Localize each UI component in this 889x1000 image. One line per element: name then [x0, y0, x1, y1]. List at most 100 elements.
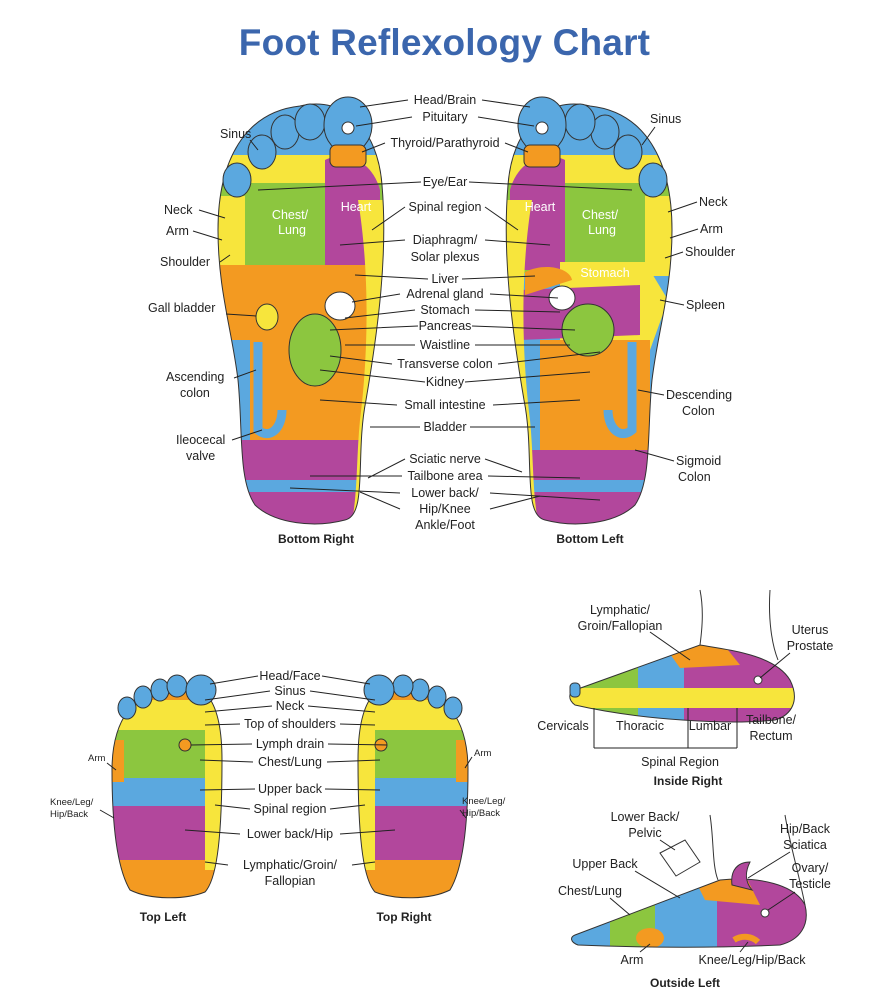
label-upper-back: Upper back: [258, 782, 323, 796]
caption-top-left: Top Left: [140, 910, 186, 924]
zone-lung-label-bl: Lung: [588, 223, 616, 237]
top-leader-lines: [184, 675, 396, 866]
label-transverse-colon: Transverse colon: [397, 357, 492, 371]
label-arm-bl: Arm: [700, 222, 723, 236]
label-lower-back-pelvic-1: Lower Back/: [611, 810, 680, 824]
label-lymphatic-groin: Lymphatic/Groin/: [243, 858, 338, 872]
label-top-of-shoulders: Top of shoulders: [244, 717, 336, 731]
label-upper-back-outside: Upper Back: [572, 857, 638, 871]
bottom-center-labels: Head/Brain Pituitary Thyroid/Parathyroid…: [390, 93, 499, 532]
label-sigmoid-colon-2: Colon: [678, 470, 711, 484]
label-ascending-colon-2: colon: [180, 386, 210, 400]
label-knee-outside: Knee/Leg/Hip/Back: [698, 953, 806, 967]
label-sinus-top: Sinus: [274, 684, 305, 698]
label-neck-top: Neck: [276, 699, 305, 713]
label-chest-lung-outside: Chest/Lung: [558, 884, 622, 898]
label-thoracic: Thoracic: [616, 719, 664, 733]
label-spinal-region: Spinal region: [409, 200, 482, 214]
label-inside-lymph-2: Groin/Fallopian: [578, 619, 663, 633]
label-kidney: Kidney: [426, 375, 465, 389]
label-arm-outside: Arm: [621, 953, 644, 967]
label-descending-colon-2: Colon: [682, 404, 715, 418]
label-waistline: Waistline: [420, 338, 470, 352]
label-ovary-2: Testicle: [789, 877, 831, 891]
bottom-right-foot: [217, 96, 385, 525]
top-side-labels: Arm Knee/Leg/ Hip/Back Arm Knee/Leg/ Hip…: [50, 748, 506, 820]
label-pituitary: Pituitary: [422, 110, 468, 124]
label-small-intestine: Small intestine: [404, 398, 485, 412]
label-ankle-foot: Ankle/Foot: [415, 518, 475, 532]
label-ovary-1: Ovary/: [792, 861, 829, 875]
label-tailbone-2: Rectum: [749, 729, 792, 743]
label-tailbone-1: Tailbone/: [746, 713, 797, 727]
label-gall-bladder: Gall bladder: [148, 301, 215, 315]
label-neck-bl: Neck: [699, 195, 728, 209]
zone-stomach-label-bl: Stomach: [580, 266, 629, 280]
label-ascending-colon-1: Ascending: [166, 370, 224, 384]
label-shoulder-br: Shoulder: [160, 255, 210, 269]
outside-left-labels: Lower Back/ Pelvic Hip/Back Sciatica Upp…: [558, 810, 831, 990]
caption-outside-left: Outside Left: [650, 976, 720, 990]
zone-lung-label-br: Lung: [278, 223, 306, 237]
label-head-face: Head/Face: [259, 669, 320, 683]
label-cervicals: Cervicals: [537, 719, 588, 733]
bottom-left-foot: [505, 96, 673, 525]
label-stomach: Stomach: [420, 303, 469, 317]
label-hip-sciatica-1: Hip/Back: [780, 822, 831, 836]
zone-heart-label-bl: Heart: [525, 200, 556, 214]
label-fallopian: Fallopian: [265, 874, 316, 888]
top-right-foot: [357, 674, 469, 899]
label-lower-back-hip: Lower back/Hip: [247, 827, 333, 841]
label-sciatic-nerve: Sciatic nerve: [409, 452, 481, 466]
label-hip-knee: Hip/Knee: [419, 502, 470, 516]
label-arm-top-left: Arm: [88, 753, 106, 764]
bottom-leader-lines: [257, 99, 633, 510]
inside-right-labels: Lymphatic/ Groin/Fallopian Uterus Prosta…: [537, 603, 833, 788]
label-neck-br: Neck: [164, 203, 193, 217]
label-arm-top-right: Arm: [474, 748, 492, 759]
caption-bottom-left: Bottom Left: [556, 532, 623, 546]
top-left-foot: [111, 674, 223, 899]
label-prostate: Prostate: [787, 639, 834, 653]
label-sinus-bl: Sinus: [650, 112, 681, 126]
label-tailbone-area: Tailbone area: [407, 469, 482, 483]
label-ileocecal-2: valve: [186, 449, 215, 463]
top-center-labels: Head/Face Sinus Neck Top of shoulders Ly…: [243, 669, 338, 888]
label-ileocecal-1: Ileocecal: [176, 433, 225, 447]
caption-top-right: Top Right: [376, 910, 431, 924]
label-lower-back: Lower back/: [411, 486, 479, 500]
label-head-brain: Head/Brain: [414, 93, 477, 107]
label-knee-top-left-1: Knee/Leg/: [50, 797, 94, 808]
label-knee-top-right-2: Hip/Back: [462, 808, 500, 819]
label-sinus-br: Sinus: [220, 127, 251, 141]
label-shoulder-bl: Shoulder: [685, 245, 735, 259]
label-sigmoid-colon-1: Sigmoid: [676, 454, 721, 468]
label-solar-plexus: Solar plexus: [411, 250, 480, 264]
label-spinal-region-top: Spinal region: [254, 802, 327, 816]
label-arm-br: Arm: [166, 224, 189, 238]
label-pancreas: Pancreas: [419, 319, 472, 333]
zone-chest-label-bl: Chest/: [582, 208, 619, 222]
label-uterus: Uterus: [792, 623, 829, 637]
bottom-right-side-labels: Sinus Neck Arm Shoulder Gall bladder Asc…: [148, 127, 263, 463]
zone-chest-label-br: Chest/: [272, 208, 309, 222]
caption-bottom-right: Bottom Right: [278, 532, 354, 546]
label-adrenal-gland: Adrenal gland: [406, 287, 483, 301]
label-knee-top-right-1: Knee/Leg/: [462, 796, 506, 807]
bottom-left-side-labels: Sinus Neck Arm Shoulder Spleen Descendin…: [634, 112, 735, 484]
label-knee-top-left-2: Hip/Back: [50, 809, 88, 820]
label-liver: Liver: [431, 272, 458, 286]
label-lower-back-pelvic-2: Pelvic: [628, 826, 661, 840]
label-lumbar: Lumbar: [689, 719, 731, 733]
label-hip-sciatica-2: Sciatica: [783, 838, 827, 852]
label-chest-lung-top: Chest/Lung: [258, 755, 322, 769]
label-lymph-drain: Lymph drain: [256, 737, 324, 751]
page-title: Foot Reflexology Chart: [238, 22, 651, 63]
label-spleen: Spleen: [686, 298, 725, 312]
label-eye-ear: Eye/Ear: [423, 175, 467, 189]
label-descending-colon-1: Descending: [666, 388, 732, 402]
label-thyroid: Thyroid/Parathyroid: [390, 136, 499, 150]
caption-inside-right: Inside Right: [654, 774, 723, 788]
label-inside-lymph-1: Lymphatic/: [590, 603, 651, 617]
zone-heart-label-br: Heart: [341, 200, 372, 214]
